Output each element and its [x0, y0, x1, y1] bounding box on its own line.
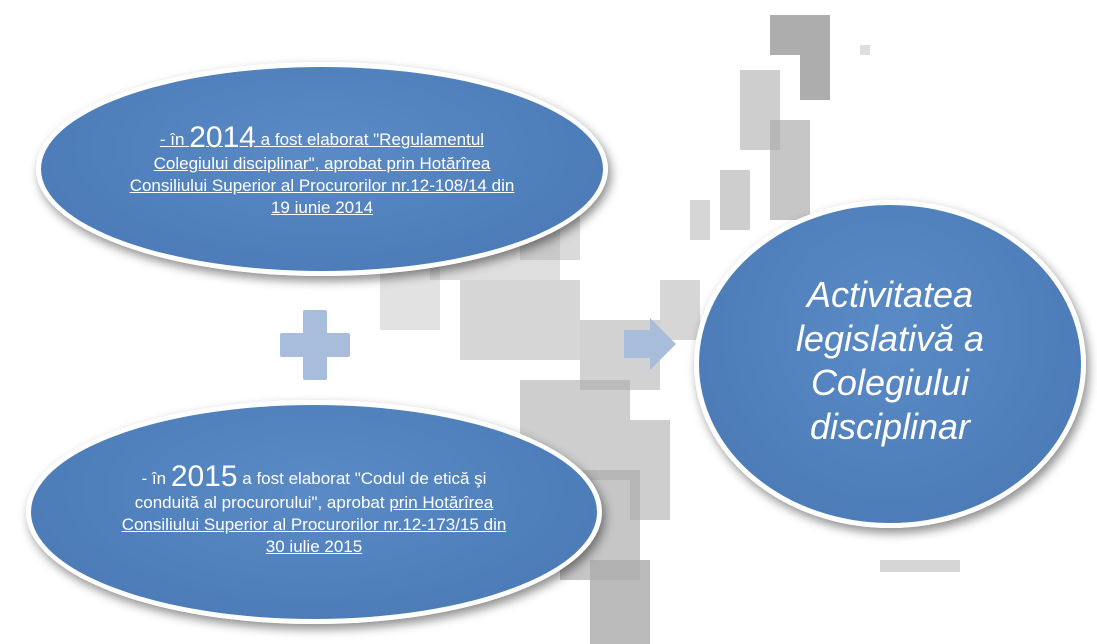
ellipse-result-legislative-activity: Activitatea legislativă a Colegiului dis…: [694, 200, 1086, 528]
prefix-2015: - în: [141, 469, 171, 488]
result-text: Activitatea legislativă a Colegiului dis…: [795, 274, 985, 447]
year-2015: 2015: [170, 460, 238, 493]
arrow-right-icon: [624, 318, 676, 370]
ellipse-2014-text: - în 2014 a fost elaborat "Regulamentul …: [122, 123, 522, 219]
description-2014: a fost elaborat "Regulamentul Colegiului…: [129, 130, 515, 217]
prefix-2014: - în: [159, 130, 190, 149]
ellipse-2014-regulation: - în 2014 a fost elaborat "Regulamentul …: [36, 62, 608, 276]
plus-icon: [280, 310, 350, 380]
description-2015-underlined: prin Hotărîrea Consiliului Superior al P…: [121, 493, 507, 556]
ellipse-2015-text: - în 2015 a fost elaborat "Codul de etic…: [114, 462, 514, 558]
description-2015: a fost elaborat "Codul de etică şi condu…: [134, 469, 487, 512]
ellipse-2015-code: - în 2015 a fost elaborat "Codul de etic…: [26, 400, 602, 624]
year-2014: 2014: [189, 121, 256, 154]
